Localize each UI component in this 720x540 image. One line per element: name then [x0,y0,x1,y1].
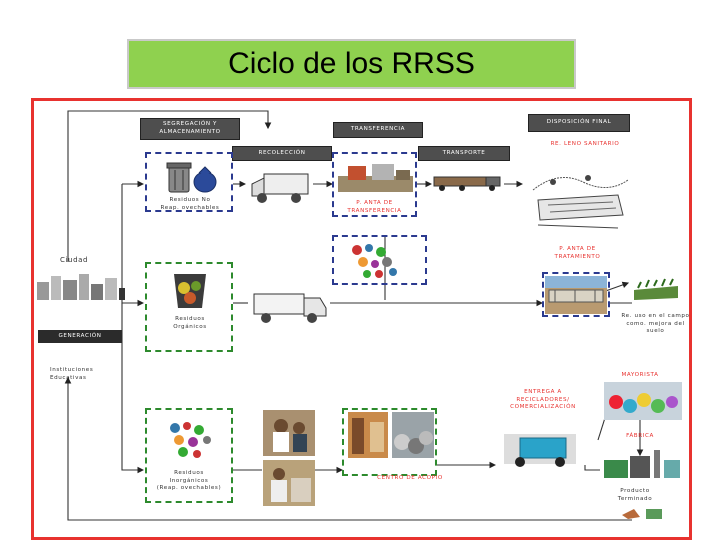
label-producto-terminado: Producto Terminado [617,488,653,502]
dashed-box-no-aprovechables [145,152,233,212]
classroom-photo-1 [263,410,315,456]
label-recoleccion: RECOLECCIÓN [232,146,332,161]
label-transporte: TRANSPORTE [418,146,510,161]
compost-waste-icon [352,244,397,278]
label-residuos-organicos: Residuos Orgánicos [173,316,207,330]
treatment-plant-photo [545,276,607,314]
label-residuos-inorganicos: Residuos Inorgánicos (Reap. ovechables) [156,470,222,492]
label-residuos-no-aprovechables: Residuos No Reap. ovechables [160,197,220,211]
loop-line-top [67,110,272,262]
label-entrega-recicladores: ENTREGA A RECICLADORES/ COMERCIALIZACIÓN [510,389,576,411]
factory-icon [604,450,680,478]
field-crops-icon [634,278,678,300]
label-fabrica: FÁBRICA [626,433,654,439]
organic-truck-icon [253,293,327,323]
landfill-diagram-icon [528,160,630,235]
label-centro-acopio: CENTRO DE ACOPIO [377,475,443,481]
label-generacion: GENERACIÓN [38,330,122,343]
label-ciudad: Ciudad [60,256,89,264]
title-banner: Ciclo de los RRSS [127,39,576,89]
transfer-plant-icon [338,164,413,192]
dashed-box-tratamiento [542,272,610,317]
label-planta-transferencia: P. ANTA DE TRANSFERENCIA [347,200,402,214]
city-buildings-icon [37,274,125,300]
organic-bin-icon [174,274,206,308]
recycling-tricycle-icon [504,434,576,467]
wholesaler-photo [604,382,682,420]
label-instituciones: Instituciones Educativas [50,367,94,381]
finished-product-icon [622,509,662,519]
label-segregacion: SEGREGACIÓN Y ALMACENAMIENTO [140,118,240,140]
collection-center-photo-1 [348,412,388,458]
dashed-box-compost [332,235,427,285]
garbage-truck-icon [251,173,309,203]
dashed-box-inorganicos [145,408,233,503]
classroom-photo-2 [263,460,315,506]
collection-center-photo-2 [392,412,434,458]
dashed-box-organicos [145,262,233,352]
trash-bins-icon [166,162,217,193]
label-relleno-sanitario: RE. LENO SANITARIO [550,141,620,147]
label-disposicion-final: DISPOSICIÓN FINAL [528,114,630,132]
label-mayorista: MAYORISTA [621,372,659,378]
label-reuso-campo: Re. uso en el campo como. mejora del sue… [621,313,690,335]
dashed-box-transferencia [332,152,417,217]
diagram-frame [31,98,692,540]
inorganic-waste-icon [170,422,211,458]
dashed-box-centro-acopio [342,408,437,476]
page-title: Ciclo de los RRSS [228,47,475,80]
label-planta-tratamiento: P. ANTA DE TRATAMIENTO [554,246,601,260]
transport-truck-icon [433,176,501,191]
label-transferencia: TRANSFERENCIA [333,122,423,138]
